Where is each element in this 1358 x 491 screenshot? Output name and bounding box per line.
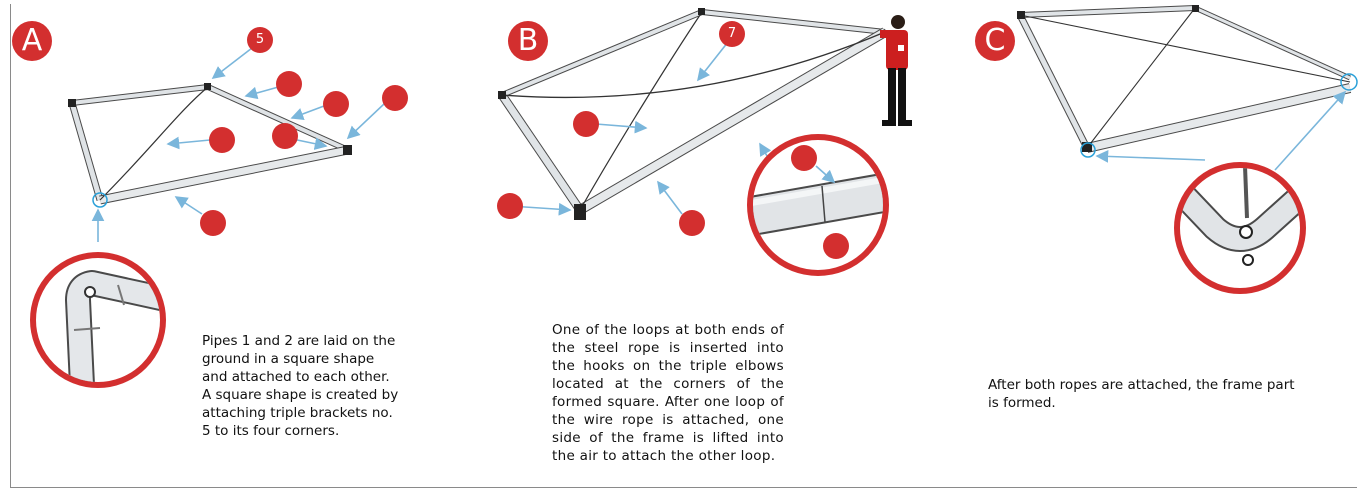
- marker: [497, 193, 523, 219]
- marker: [823, 233, 849, 259]
- marker: [209, 127, 235, 153]
- marker: [791, 145, 817, 171]
- panel-letter: A: [21, 23, 43, 58]
- lifted-frame: [498, 8, 888, 220]
- callout-markers: [497, 21, 745, 236]
- marker: [247, 27, 273, 53]
- rope-diagonal: [99, 86, 209, 201]
- panel-badge: [975, 21, 1015, 61]
- completed-frame: [1016, 5, 1358, 158]
- callout-number: 7: [727, 26, 737, 41]
- detail-magnifier: [747, 134, 889, 276]
- marker: [276, 71, 302, 97]
- callout-markers: [975, 21, 1015, 61]
- marker: [719, 21, 745, 47]
- panel-a-drawing: [12, 21, 408, 388]
- rope-diagonal-1: [1019, 14, 1351, 83]
- panel-badge: [12, 21, 52, 61]
- rope-diagonal-2: [1086, 7, 1196, 149]
- rope-diagonal: [579, 11, 703, 211]
- marker: [573, 111, 599, 137]
- figure-frame: [10, 4, 1357, 488]
- callout-number: 5: [255, 32, 265, 47]
- panel-a-caption: Pipes 1 and 2 are laid on the ground in …: [202, 333, 399, 439]
- panel-b-caption: One of the loops at both ends of the ste…: [552, 322, 784, 464]
- panel-badge: [508, 21, 548, 61]
- panel-letter: B: [517, 23, 539, 58]
- panel-c: C: [955, 0, 1358, 491]
- detail-magnifier: [30, 252, 166, 388]
- rope-sag: [501, 31, 886, 99]
- panel-b-drawing: [497, 8, 912, 276]
- marker: [272, 123, 298, 149]
- marker: [382, 85, 408, 111]
- marker: [679, 210, 705, 236]
- marker: [200, 210, 226, 236]
- detail-magnifier: [1174, 162, 1306, 294]
- callout-markers: [12, 21, 408, 236]
- callout-arrows: [91, 47, 385, 242]
- worker-figure: [880, 15, 912, 126]
- panel-c-drawing: [975, 5, 1358, 294]
- panel-b: B 7: [470, 0, 940, 491]
- callout-arrows: [1095, 90, 1347, 171]
- marker: [323, 91, 349, 117]
- panel-letter: C: [984, 23, 1006, 58]
- panel-a: A 5 Pipes 1 and 2 are laid on the ground…: [0, 0, 460, 491]
- panel-c-caption: After both ropes are attached, the frame…: [988, 377, 1295, 411]
